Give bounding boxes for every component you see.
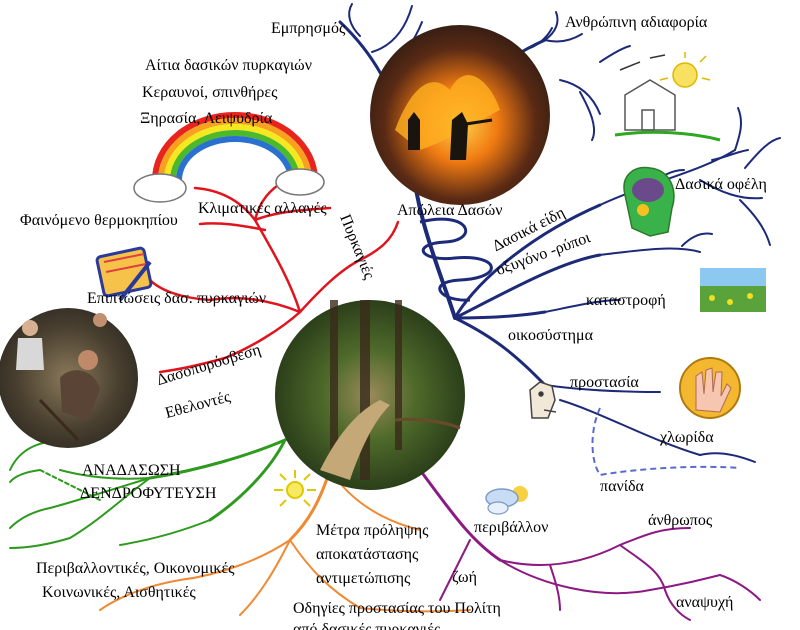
- landscape-thumbnail: [700, 268, 766, 312]
- label-metra-1: Μέτρα πρόληψης: [316, 522, 429, 539]
- green-branches: [9, 438, 287, 549]
- purple-branches: [418, 468, 761, 621]
- notepad-pencil-icon: [95, 246, 153, 302]
- hand-badge-icon: [679, 357, 741, 419]
- label-dasika-ofeli: Δασικά οφέλη: [675, 176, 767, 193]
- loop-stroke: [419, 217, 493, 302]
- label-anthropini-adiaforia: Ανθρώπινη αδιαφορία: [565, 14, 708, 31]
- label-katastrofi: καταστροφή: [586, 292, 666, 309]
- label-xirasia: Ξηρασία, Λειψυδρία: [140, 110, 273, 127]
- label-periv-oikon: Περιβαλλοντικές, Οικονομικές: [36, 560, 235, 577]
- label-prostasia: προστασία: [570, 374, 639, 391]
- label-klimatikes: Κλιματικές αλλαγές: [198, 200, 327, 217]
- label-anthropos: άνθρωπος: [648, 512, 713, 529]
- brain-icon: [623, 166, 675, 237]
- dog-sketch: [529, 381, 557, 419]
- label-koinon-aisth: Κοινωνικές, Αισθητικές: [42, 584, 196, 601]
- rainbow-clouds-drawing: [133, 112, 325, 203]
- label-oikosystima: οικοσύστημα: [508, 327, 593, 344]
- label-odigies-2: από δασικές πυρκαγιές: [293, 621, 441, 630]
- label-anadasosi: ΑΝΑΔΑΣΩΣΗ: [82, 462, 181, 479]
- dashed-link: [591, 407, 741, 477]
- label-metra-2: αποκατάστασης: [316, 546, 419, 563]
- label-metra-3: αντιμετώπισης: [316, 570, 411, 587]
- label-emprismos: Εμπρησμός: [271, 20, 346, 37]
- label-zoi: ζωή: [452, 569, 477, 586]
- label-chlorida: χλωρίδα: [660, 429, 714, 446]
- yellow-flower-sketch: [274, 470, 316, 507]
- label-panida: πανίδα: [600, 478, 644, 495]
- label-anapsychi: αναψυχή: [676, 594, 734, 611]
- house-sun-drawing: [614, 52, 721, 142]
- forest-path-photo: [275, 300, 465, 490]
- volunteers-planting-photo: [0, 308, 138, 448]
- label-thermokipio: Φαινόμενο θερμοκηπίου: [20, 212, 178, 229]
- weather-cloud-icon: [485, 486, 528, 515]
- forest-fire-photo: [370, 25, 550, 205]
- label-perivallon: περιβάλλον: [474, 519, 549, 536]
- label-apoleia-dason: Απώλεια Δασών: [397, 202, 503, 219]
- label-keraunoi: Κεραυνοί, σπινθήρες: [142, 84, 278, 101]
- label-epiptoseis: Επιπτώσεις δασ. πυρκαγιών: [87, 290, 267, 307]
- label-dendrofytefsi: ΔΕΝΔΡΟΦΥΤΕΥΣΗ: [80, 485, 217, 502]
- label-aitia: Αίτια δασικών πυρκαγιών: [145, 57, 312, 74]
- label-odigies-1: Οδηγίες προστασίας του Πολίτη: [293, 600, 501, 617]
